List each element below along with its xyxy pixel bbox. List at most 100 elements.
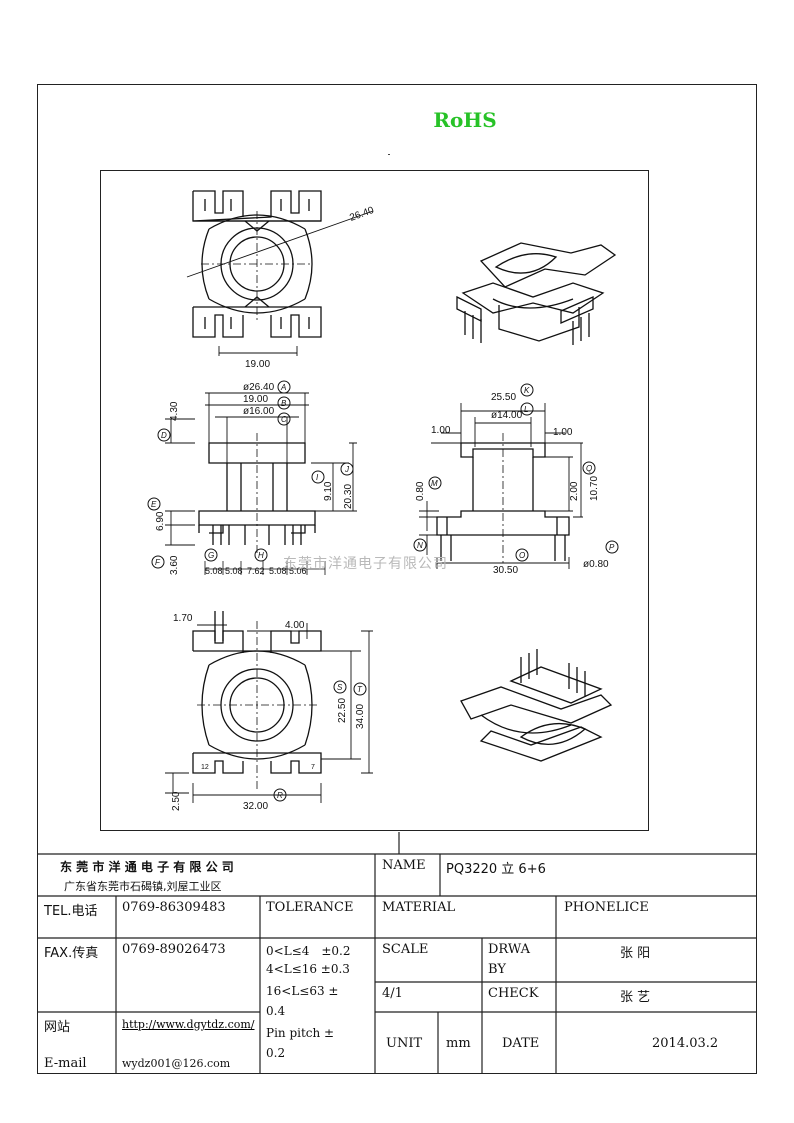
scale-value: 4/1 [382,986,403,1001]
callout-r: R [273,788,287,802]
dim-front-h5: 3.60 [169,555,180,575]
dim-front-w3: ø16.00 [243,406,275,417]
callout-i: I [311,470,325,484]
front-view [165,392,357,575]
dim-front-w1: ø26.40 [243,382,275,393]
svg-text:K: K [524,386,530,395]
fax-value: 0769-89026473 [122,942,226,957]
email-value: wydz001@126.com [122,1057,231,1070]
svg-text:E: E [151,500,157,509]
callout-h: H [254,548,268,562]
callout-m: M [428,476,442,490]
callout-n: N [413,538,427,552]
date-value: 2014.03.2 [652,1036,719,1051]
svg-text:T: T [357,685,363,694]
tel-label: TEL.电话 [44,904,98,919]
tolerance-line-2: 4<L≤16 ±0.3 [266,962,350,976]
dim-bot-h1: 22.50 [337,698,348,723]
dim-side-h2: 2.00 [569,481,580,501]
dim-pin-pitch-3: 7.62 [247,566,265,576]
dim-front-w2: 19.00 [243,394,268,405]
tel-value: 0769-86309483 [122,900,226,915]
svg-text:P: P [609,543,615,552]
date-label: DATE [502,1036,540,1051]
material-value: PHONELICE [564,900,649,915]
company-address: 广东省东莞市石碣镇,刘屋工业区 [64,880,222,893]
callout-q: Q [582,461,596,475]
dim-side-w4: 1.00 [553,427,573,438]
dim-top-width: 19.00 [245,359,270,370]
pin-pitch-line: Pin pitch ± [266,1026,335,1040]
drawing-frame [37,84,757,1074]
svg-text:R: R [277,791,283,800]
web-label: 网站 [44,1020,71,1035]
svg-text:C: C [281,415,287,424]
dim-side-h1: 0.80 [415,481,426,501]
unit-label: UNIT [386,1036,423,1051]
svg-text:F: F [155,558,161,567]
unit-value: mm [446,1036,471,1051]
dim-side-pin: ø0.80 [583,559,609,570]
callout-c: C [277,412,291,426]
callout-k: K [520,383,534,397]
drawn-label: DRWA [488,942,531,957]
svg-text:Q: Q [586,464,592,473]
callout-g: G [204,548,218,562]
dim-front-h1: 4.30 [169,401,180,421]
dim-side-w3: 1.00 [431,425,451,436]
isometric-view-top [456,242,617,345]
dim-front-h2: 9.10 [323,481,334,501]
dim-bot-h3: 2.50 [171,791,182,811]
drawn-value: 张 阳 [620,946,651,961]
callout-a: A [277,380,291,394]
svg-text:O: O [519,551,525,560]
tolerance-label: TOLERANCE [266,900,354,915]
fax-label: FAX.传真 [44,946,99,961]
dim-side-w1: 25.50 [491,392,516,403]
dim-pin-pitch-5: 5.06 [289,566,307,576]
callout-t: T [353,682,367,696]
tolerance-line-3b: 0.4 [266,1004,286,1018]
svg-text:N: N [417,541,423,550]
company-name: 东 莞 市 洋 通 电 子 有 限 公 司 [60,860,234,874]
callout-p: P [605,540,619,554]
scale-label: SCALE [382,942,429,957]
tolerance-line-1: 0<L≤4 ±0.2 [266,944,351,958]
dim-pin-pitch-2: 5.08 [225,566,243,576]
pin-number-12: 12 [201,764,209,771]
dim-side-w5: 30.50 [493,565,518,576]
dim-front-h4: 6.90 [155,511,166,531]
callout-f: F [151,555,165,569]
callout-j: J [340,462,354,476]
email-label: E-mail [44,1056,87,1071]
dim-bot-w1: 1.70 [173,613,193,624]
svg-text:I: I [316,473,319,482]
check-value: 张 艺 [620,990,651,1005]
dim-bot-w3: 32.00 [243,801,268,812]
svg-text:G: G [208,551,214,560]
svg-text:H: H [258,551,264,560]
web-link[interactable]: http://www.dgytdz.com/ [122,1018,255,1031]
top-view [186,190,374,356]
callout-d: D [157,428,171,442]
name-value: PQ3220 立 6+6 [446,862,546,877]
callout-l: L [520,402,534,416]
callout-e: E [147,497,161,511]
rohs-label: RoHS [433,108,497,132]
watermark: 东莞市洋通电子有限公司 [283,556,448,572]
svg-text:A: A [280,383,286,392]
dim-side-h3: 10.70 [589,476,600,501]
material-label: MATERIAL [382,900,456,915]
svg-text:J: J [344,465,350,474]
bobbin-drawing: 26.40 19.00 ø26.40 19.00 ø16.00 4.30 9.1… [147,190,619,812]
drawn-label-b: BY [488,962,506,977]
svg-text:S: S [337,683,343,692]
name-label: NAME [382,858,426,873]
bottom-view [165,611,373,803]
dim-pin-pitch-1: 5.08 [205,566,223,576]
dim-bot-w2: 4.00 [285,620,305,631]
dim-side-w2: ø14.00 [491,410,523,421]
pin-pitch-line-b: 0.2 [266,1046,286,1060]
dim-front-h3: 20.30 [343,484,354,509]
